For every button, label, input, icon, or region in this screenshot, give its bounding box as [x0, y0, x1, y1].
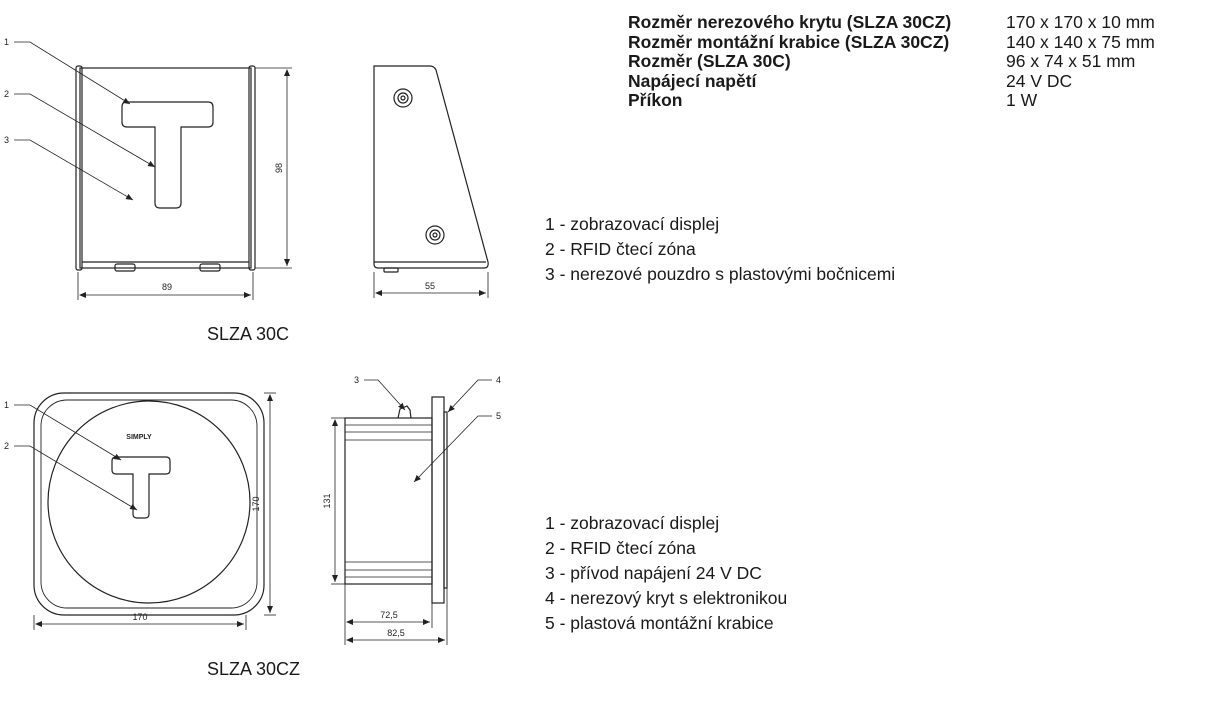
slza30c-dim-height: 98 [274, 163, 284, 173]
legend-item: 5 - plastová montážní krabice [545, 613, 774, 633]
slza30c-t-display [121, 101, 214, 209]
slza30cz-callout-5: 5 [496, 411, 501, 421]
slza30cz-t-display [111, 456, 171, 519]
spec-row: Rozměr montážní krabice (SLZA 30CZ) 140 … [628, 31, 1155, 53]
spec-row: Příkon 1 W [628, 90, 1155, 111]
slza30cz-dim-box-depth: 72,5 [380, 610, 398, 620]
slza30c-callout-2: 2 [4, 89, 9, 99]
spec-row: Rozměr (SLZA 30C) 96 x 74 x 51 mm [628, 51, 1155, 72]
slza30cz-dim-height: 170 [251, 496, 261, 511]
spec-value: 170 x 170 x 10 mm [1006, 12, 1155, 32]
slza30c-dim-width: 89 [162, 282, 172, 292]
slza30cz-callout-2: 2 [4, 441, 9, 451]
legend-item: 3 - nerezové pouzdro s plastovými bočnic… [545, 264, 896, 284]
slza30cz-dim-total-depth: 82,5 [387, 628, 405, 638]
screw-icon [393, 88, 413, 108]
slza30c-callout-3: 3 [4, 135, 9, 145]
legend-item: 4 - nerezový kryt s elektronikou [545, 588, 788, 608]
slza30c-model-label: SLZA 30C [207, 324, 290, 344]
slza30cz-model-label: SLZA 30CZ [207, 659, 301, 679]
spec-label: Napájecí napětí [628, 70, 757, 91]
slza30cz-front-view [14, 392, 276, 630]
legend-item: 1 - zobrazovací displej [545, 513, 720, 533]
spec-value: 96 x 74 x 51 mm [1006, 51, 1136, 71]
spec-label: Rozměr montážní krabice (SLZA 30CZ) [628, 31, 950, 52]
slza30c-front-view [14, 41, 292, 300]
legend-item: 2 - RFID čtecí zóna [545, 538, 696, 558]
slza30c-legend: 1 - zobrazovací displej 2 - RFID čtecí z… [545, 212, 895, 287]
slza30c-dim-depth: 55 [425, 281, 435, 291]
spec-label: Rozměr nerezového krytu (SLZA 30CZ) [628, 12, 952, 32]
spec-value: 140 x 140 x 75 mm [1006, 31, 1155, 52]
spec-row: Napájecí napětí 24 V DC [628, 70, 1155, 92]
spec-label: Rozměr (SLZA 30C) [628, 51, 791, 71]
slza30cz-callout-3: 3 [354, 375, 359, 385]
spec-value: 1 W [1006, 90, 1038, 110]
spec-label: Příkon [628, 90, 683, 110]
legend-item: 2 - RFID čtecí zóna [545, 239, 696, 259]
spec-row: Rozměr nerezového krytu (SLZA 30CZ) 170 … [628, 12, 1155, 33]
spec-value: 24 V DC [1006, 70, 1073, 91]
slza30cz-side-view [331, 379, 492, 645]
slza30cz-legend: 1 - zobrazovací displej 2 - RFID čtecí z… [545, 511, 787, 636]
slza30cz-dim-width: 170 [132, 612, 147, 622]
screw-icon [425, 225, 445, 245]
slza30cz-callout-1: 1 [4, 400, 9, 410]
slza30cz-callout-4: 4 [496, 375, 501, 385]
slza30c-side-view [373, 65, 489, 298]
legend-item: 3 - přívod napájení 24 V DC [545, 563, 762, 583]
spec-table: Rozměr nerezového krytu (SLZA 30CZ) 170 … [628, 12, 1155, 111]
legend-item: 1 - zobrazovací displej [545, 214, 720, 234]
slza30c-callout-1: 1 [4, 37, 9, 47]
slza30cz-logo: SIMPLY [126, 434, 152, 441]
slza30cz-dim-box-height: 131 [322, 493, 332, 508]
